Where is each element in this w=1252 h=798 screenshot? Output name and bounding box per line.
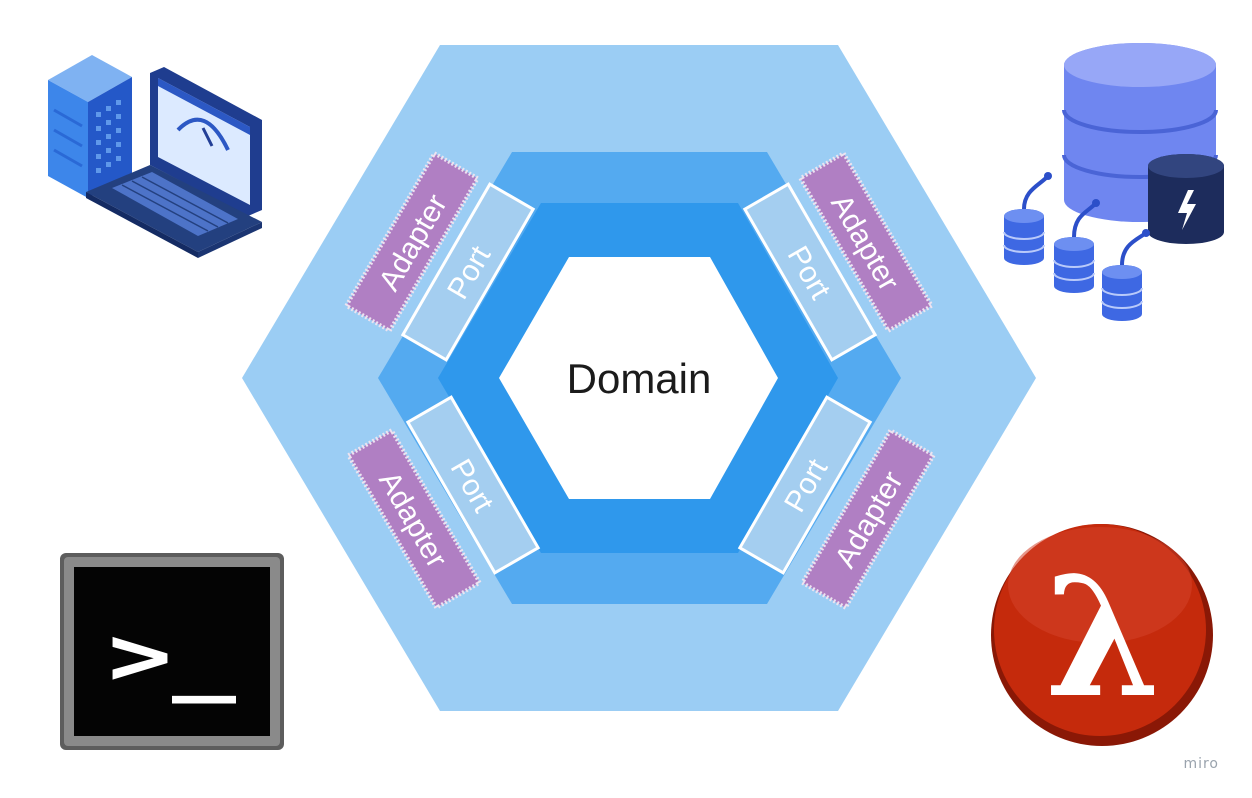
lambda-symbol: λ [1045, 540, 1161, 734]
terminal-prompt: >_ [108, 609, 237, 704]
port-bottom-right: Port [737, 395, 873, 575]
terminal-icon: >_ [60, 553, 284, 750]
domain-hexagon [499, 257, 778, 499]
web-app-laptop-server-icon [48, 55, 262, 258]
adapter-top-left: Adapter [343, 150, 481, 334]
miro-watermark: miro [1183, 756, 1219, 772]
lambda-icon: λ [991, 524, 1213, 746]
domain-label: Domain [567, 355, 712, 402]
database-icon [1003, 43, 1224, 321]
